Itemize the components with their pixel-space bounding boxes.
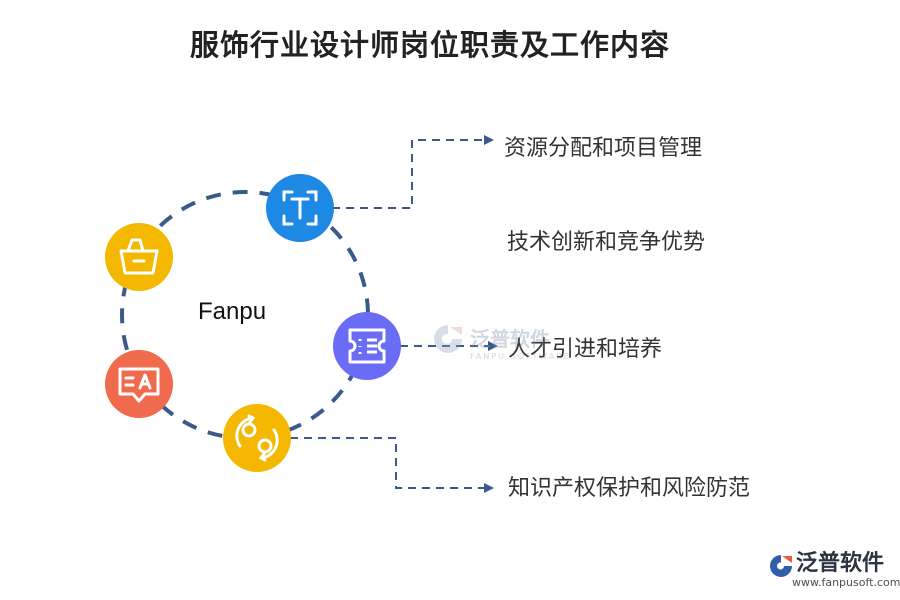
arrow-head-4 [484, 483, 494, 493]
arrow-head-3 [488, 341, 498, 351]
arrow-head-1 [484, 135, 494, 145]
watermark-subtext: FANPU SOFTWARE [470, 352, 571, 361]
item-label-ip-protection: 知识产权保护和风险防范 [508, 476, 751, 501]
brand-url: www.fanpusoft.com [792, 576, 900, 589]
ticket-list-icon [348, 328, 386, 364]
watermark-logo-icon [434, 325, 462, 353]
item-label-talent: 人才引进和培养 [508, 337, 663, 362]
brand-logo: 泛普软件 www.fanpusoft.com [768, 552, 900, 590]
node-translate [105, 350, 173, 418]
node-talent [333, 312, 401, 380]
node-ip-protection [223, 404, 291, 472]
node-resource-management [266, 174, 334, 242]
cycle-arrows-icon [235, 414, 279, 462]
node-basket [105, 223, 173, 291]
watermark-text: 泛普软件 [470, 327, 550, 351]
connector-line-1 [332, 139, 487, 209]
brand-name: 泛普软件 [796, 551, 885, 576]
item-label-resource-management: 资源分配和项目管理 [504, 136, 703, 161]
center-label: Fanpu [198, 298, 267, 325]
page-title: 服饰行业设计师岗位职责及工作内容 [189, 28, 670, 62]
translate-chat-icon [118, 367, 160, 403]
connector-line-4 [290, 437, 487, 489]
item-label-tech-innovation: 技术创新和竞争优势 [507, 230, 706, 255]
basket-icon [119, 238, 159, 275]
watermark: 泛普软件 FANPU SOFTWARE [430, 323, 571, 361]
fanpu-logo-icon [770, 555, 792, 577]
text-frame-icon [282, 190, 318, 226]
